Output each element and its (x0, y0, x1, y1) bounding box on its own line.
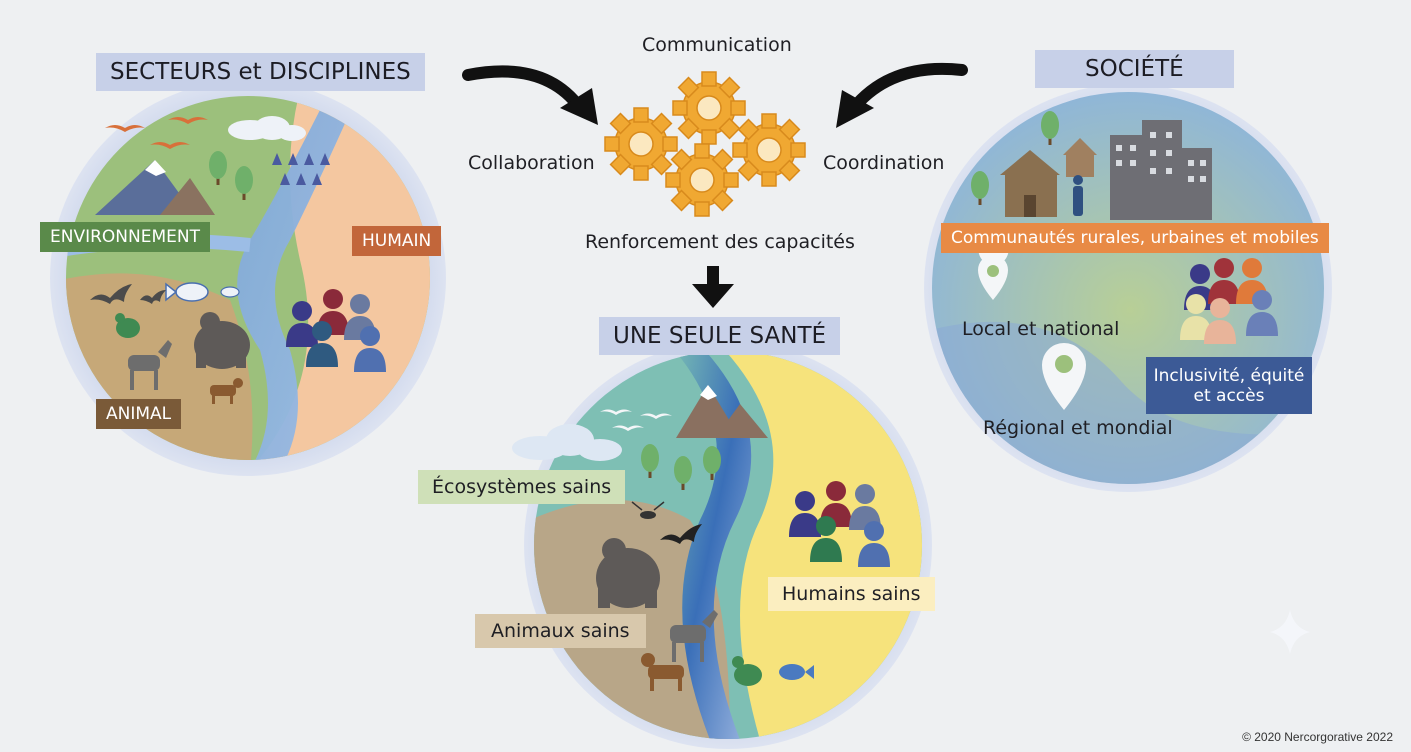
center-title: UNE SEULE SANTÉ (599, 317, 841, 355)
animal-label: ANIMAL (96, 399, 182, 429)
dog-icon (210, 378, 243, 404)
left-circle (50, 80, 446, 476)
house-icon (1000, 138, 1097, 217)
dog-icon (641, 653, 684, 691)
fish-icon (165, 282, 240, 302)
cloud-icon (228, 116, 306, 141)
ecosystemes-label: Écosystèmes sains (418, 470, 626, 504)
mountain-icon (676, 385, 768, 438)
arrow-icon (692, 266, 734, 308)
communication-label: Communication (642, 34, 792, 56)
location-pin-icon (1042, 343, 1086, 410)
chicken-icon (115, 313, 140, 338)
inclusivite-line-1: Inclusivité, équité (1153, 365, 1305, 386)
humains-label: Humains sains (768, 577, 935, 611)
building-icon (1110, 120, 1212, 220)
cloud-icon (512, 424, 622, 461)
plant-icon (272, 153, 330, 185)
bat-icon (660, 524, 702, 544)
person-icon (1073, 175, 1083, 216)
bird-icon (105, 117, 208, 149)
communautes-label: Communautés rurales, urbaines et mobiles (941, 223, 1329, 253)
gear-icon (672, 71, 746, 145)
gear-icon (665, 143, 739, 217)
bat-icon (90, 284, 166, 304)
coordination-label: Coordination (823, 152, 945, 174)
gorilla-icon (596, 538, 660, 608)
mosquito-icon (631, 501, 665, 519)
inclusivite-label: Inclusivité, équité et accès (1146, 357, 1312, 414)
left-title: SECTEURS et DISCIPLINES (96, 53, 425, 91)
local-label: Local et national (962, 318, 1120, 340)
right-title: SOCIÉTÉ (1035, 50, 1234, 88)
fish-icon (779, 664, 814, 680)
humain-label: HUMAIN (352, 226, 442, 256)
bird-icon (600, 409, 672, 431)
collaboration-label: Collaboration (468, 152, 595, 174)
arrow-icon (836, 62, 968, 128)
environnement-label: ENVIRONNEMENT (40, 222, 210, 252)
center-circle (512, 341, 932, 749)
arrow-icon (462, 65, 598, 125)
regional-label: Régional et mondial (983, 417, 1173, 439)
mountain-icon (95, 160, 215, 215)
inclusivite-line-2: et accès (1193, 385, 1265, 406)
chicken-icon (732, 656, 762, 686)
copyright-text: © 2020 Nercorgorative 2022 (1242, 730, 1393, 744)
goat-icon (128, 340, 172, 390)
gorilla-icon (194, 312, 250, 369)
goat-icon (670, 610, 718, 662)
renforcement-label: Renforcement des capacités (585, 231, 855, 253)
gear-icon (604, 107, 678, 181)
gear-icon (732, 113, 806, 187)
sparkle-icon (1270, 610, 1310, 654)
animaux-label: Animaux sains (475, 614, 646, 648)
